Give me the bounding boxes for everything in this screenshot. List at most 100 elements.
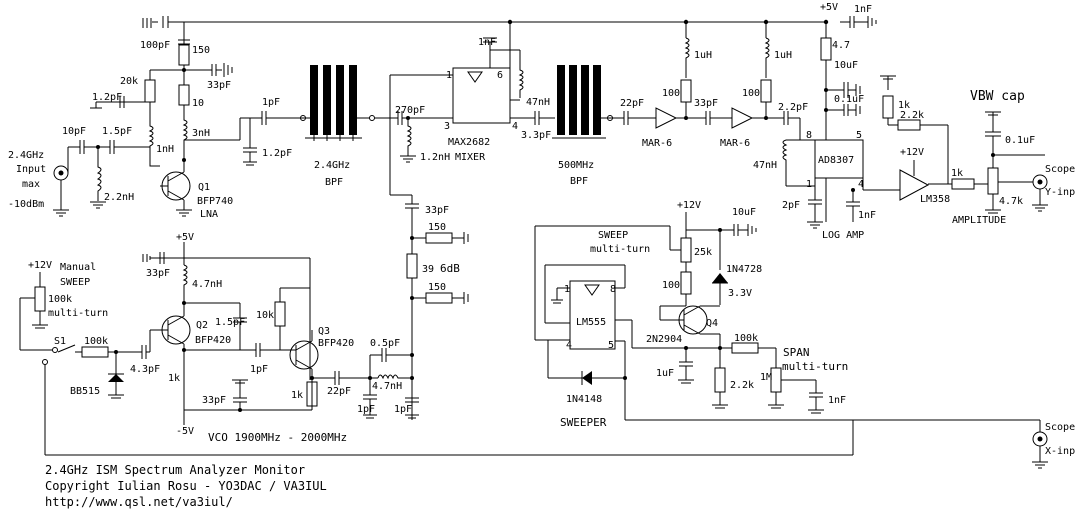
att-r3: 150	[428, 282, 446, 293]
input-label-3: max	[22, 179, 40, 190]
scope-y-2: Y-inp	[1045, 187, 1075, 198]
footer-url: http://www.qsl.net/va3iul/	[45, 495, 233, 509]
input-label-2: Input	[16, 164, 46, 175]
logamp-pin-1: 1	[806, 179, 812, 190]
input-connector	[53, 147, 69, 217]
vco-v-neg: -5V	[176, 426, 194, 437]
vco-r-100k: 100k	[84, 336, 108, 347]
mixer-pin-6: 6	[497, 70, 503, 81]
scope-y-1: Scope	[1045, 164, 1075, 175]
mixer-c-out: 3.3pF	[521, 130, 551, 141]
att-r1: 150	[428, 222, 446, 233]
sweeper-q4: Q4	[706, 318, 718, 329]
vco-l-47: 4.7nH	[192, 279, 222, 290]
if-l1: 1uH	[694, 50, 712, 61]
logamp-r-sup: 4.7	[832, 40, 850, 51]
vco-c-43: 4.3pF	[130, 364, 160, 375]
sweeper-pin-5: 5	[608, 340, 614, 351]
logamp-c2: 2pF	[782, 200, 800, 211]
vco-varactor: BB515	[70, 386, 100, 397]
lna-q-name: Q1	[198, 182, 210, 193]
lna-r-10: 10	[192, 98, 204, 109]
if-r2: 100	[742, 88, 760, 99]
if-c1: 22pF	[620, 98, 644, 109]
sweeper-block	[534, 212, 1048, 469]
sweeper-r22: 2.2k	[730, 380, 754, 391]
vco-r-1k2: 1k	[291, 390, 303, 401]
att-r2: 39	[422, 264, 434, 275]
sweeper-zener: 1N4728	[726, 264, 762, 275]
sweeper-block: SWEEPER	[560, 416, 607, 429]
bpf1-sub: BPF	[325, 177, 343, 188]
lna-c-bias: 1.2pF	[92, 92, 122, 103]
lna-c-out: 1pF	[262, 97, 280, 108]
lna-r-top: 150	[192, 45, 210, 56]
mixer-pin-1: 1	[446, 70, 452, 81]
vco-q2-part: BFP420	[195, 335, 231, 346]
lna-l-coil: 1nH	[156, 144, 174, 155]
sweeper-zv: 3.3V	[728, 288, 752, 299]
if-c2: 33pF	[694, 98, 718, 109]
sweeper-diode: 1N4148	[566, 394, 602, 405]
mixer-c-in: 270pF	[395, 105, 425, 116]
bpf2-sub: BPF	[570, 176, 588, 187]
manual-label-2: SWEEP	[60, 277, 90, 288]
mixer-block	[375, 22, 555, 196]
manual-v12: +12V	[28, 260, 52, 271]
vco-c-1b: 1pF	[394, 404, 412, 415]
logamp-pin-4: 4	[858, 179, 864, 190]
vco-q3: Q3	[318, 326, 330, 337]
manual-label-1: Manual	[60, 262, 96, 273]
video-v12: +12V	[900, 147, 924, 158]
vco-v5: +5V	[176, 232, 194, 243]
vco-q2: Q2	[196, 320, 208, 331]
vco-c-fb: 1.5pF	[215, 317, 245, 328]
sweeper-pin-4: 4	[566, 340, 572, 351]
vco-q3-part: BFP420	[318, 338, 354, 349]
sweeper-pin-8: 8	[610, 284, 616, 295]
lna-c-top: 100pF	[140, 40, 170, 51]
input-label-1: 2.4GHz	[8, 150, 44, 161]
vco-l-47b: 4.7nH	[372, 381, 402, 392]
manual-sweep-block	[19, 272, 853, 456]
attenuator-block	[405, 195, 469, 420]
video-output-block	[880, 75, 1048, 214]
top-supply-rail	[142, 16, 829, 28]
logamp-l47: 47nH	[753, 160, 777, 171]
lna-block: LNA	[200, 209, 218, 220]
lna-c-dec: 33pF	[207, 80, 231, 91]
bpf-2400-block	[300, 65, 375, 141]
sweeper-span-2: multi-turn	[782, 360, 848, 373]
logamp-pin-8: 8	[806, 130, 812, 141]
sweeper-pin-1: 1	[564, 284, 570, 295]
input-label-4: -10dBm	[8, 199, 44, 210]
logamp-block: LOG AMP	[822, 230, 864, 241]
if-amp1: MAR-6	[642, 138, 672, 149]
mixer-l-47: 47nH	[526, 97, 550, 108]
lna-l-shunt: 2.2nH	[104, 192, 134, 203]
att-c: 33pF	[425, 205, 449, 216]
logamp-v5: +5V	[820, 2, 838, 13]
logamp-c-sup1: 10uF	[834, 60, 858, 71]
sweeper-pot1m: 1M	[760, 372, 772, 383]
video-r1: 1k	[898, 100, 910, 111]
mixer-c-top: 1nF	[478, 37, 496, 48]
scope-x-2: X-inp	[1045, 446, 1075, 457]
video-r3: 1k	[951, 168, 963, 179]
if-c3: 2.2pF	[778, 102, 808, 113]
lna-circuit	[68, 22, 300, 217]
video-pot-label: AMPLITUDE	[952, 215, 1006, 226]
video-vbw: VBW cap	[970, 89, 1025, 104]
lna-c-series: 1.5pF	[102, 126, 132, 137]
vco-caption: VCO 1900MHz - 2000MHz	[208, 431, 347, 444]
vco-c-05: 0.5pF	[370, 338, 400, 349]
sweeper-r100: 100	[662, 280, 680, 291]
vco-block	[142, 242, 419, 425]
vco-r-1k: 1k	[168, 373, 180, 384]
logamp-c-sup2: 0.1uF	[834, 94, 864, 105]
sweeper-label-1: SWEEP	[598, 230, 628, 241]
bpf-500-block	[552, 65, 624, 139]
sweeper-span-1: SPAN	[783, 346, 810, 359]
logamp-part: AD8307	[818, 155, 854, 166]
